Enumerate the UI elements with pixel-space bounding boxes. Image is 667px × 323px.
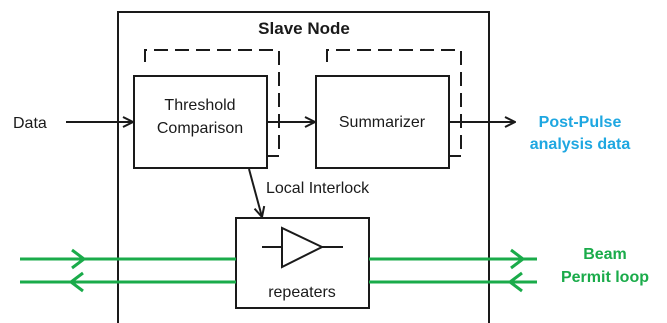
amplifier-icon — [281, 226, 325, 269]
threshold-shadow — [144, 49, 280, 157]
local-interlock-arrow — [248, 168, 262, 217]
slave-node-title: Slave Node — [258, 19, 350, 38]
threshold-label-line2: Comparison — [157, 120, 243, 137]
summarizer-shadow — [326, 49, 462, 157]
threshold-comparison-block — [133, 75, 268, 169]
loop-arrowhead-upper-right — [510, 248, 526, 270]
beam-permit-loop — [20, 248, 537, 293]
threshold-label-line1: Threshold — [164, 97, 235, 114]
data-input-label: Data — [13, 115, 47, 132]
output-label-line2: analysis data — [530, 136, 631, 153]
summarizer-block — [315, 75, 450, 169]
slave-node-box — [117, 11, 490, 323]
loop-arrowhead-lower-right — [507, 271, 523, 293]
summarizer-label: Summarizer — [339, 114, 426, 131]
local-interlock-label: Local Interlock — [266, 180, 370, 197]
output-label-line1: Post-Pulse — [539, 114, 622, 131]
loop-label-line2: Permit loop — [561, 269, 649, 286]
loop-arrowhead-upper-left — [71, 248, 87, 270]
loop-arrowhead-lower-left — [68, 271, 84, 293]
repeaters-label: repeaters — [268, 284, 336, 301]
repeaters-block — [235, 217, 370, 309]
loop-label-line1: Beam — [583, 246, 627, 263]
